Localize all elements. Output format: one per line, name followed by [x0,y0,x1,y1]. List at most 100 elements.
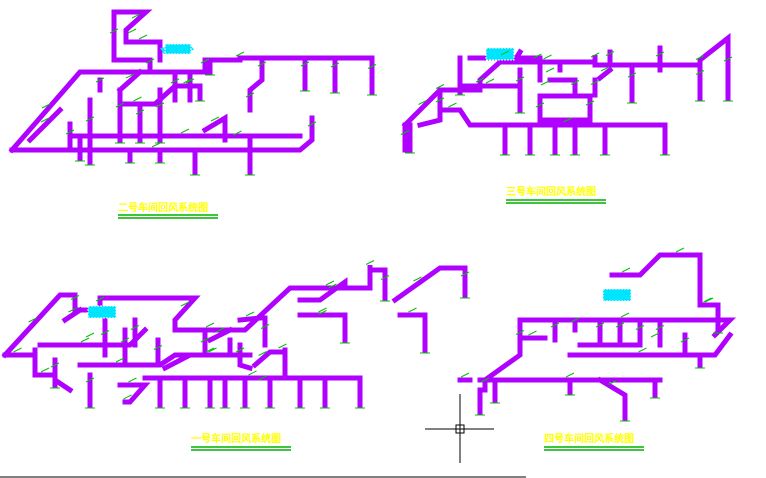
duct-dimension-mark [703,297,712,303]
diagram-2-ducts [8,9,375,154]
duct-dimension-mark [635,325,645,330]
duct-dimension-mark [621,267,631,273]
duct-dimension-mark [130,325,140,330]
duct-dimension-mark [330,62,340,68]
duct-dimension-mark [210,116,220,122]
diagram-4-fan-unit [602,288,632,302]
duct-dimension-mark [570,80,580,85]
duct-dimension-mark [600,66,610,72]
diagram-4-title-block: 四号车间回风系统图 [544,432,644,451]
diagram-4-riser-legs [477,325,721,421]
duct-dimension-mark [233,130,242,136]
duct-dimension-mark [125,73,135,79]
duct-dimension-mark [655,325,665,330]
cad-crosshair-cursor[interactable] [425,394,494,463]
duct-dimension-mark [85,332,95,338]
duct-dimension-mark [109,28,119,34]
duct-dimension-mark [170,78,180,84]
duct-dimension-mark [128,377,137,383]
duct-dimension-mark [650,332,660,338]
duct-dimension-mark [258,351,267,356]
duct-dimension-mark [235,347,245,353]
duct-dimension-mark [540,80,550,86]
diagram-3-return-air-system[interactable] [401,32,731,155]
diagram-1-ducts [1,265,468,405]
duct-dimension-mark [85,116,95,122]
duct-dimension-mark [655,51,665,57]
duct-dimension-mark [100,330,110,335]
duct-dimension-mark [307,121,317,127]
duct-dimension-mark [245,92,255,98]
duct-dimension-mark [448,102,457,108]
duct-dimension-mark [570,317,580,323]
diagram-2-title: 二号车间回风系统图 [118,201,208,214]
diagram-2-riser-legs [77,57,375,175]
duct-dimension-mark [638,347,647,353]
duct-dimension-mark [408,307,417,313]
duct-dimension-mark [590,80,600,85]
duct-dimension-mark [155,102,165,108]
duct-dimension-mark [185,78,195,84]
diagram-2-fan-unit [160,43,194,55]
duct-dimension-mark [145,58,155,64]
duct-dimension-mark [590,52,600,58]
duct-dimension-mark [138,34,148,40]
duct-dimension-mark [68,307,77,313]
duct-dimension-mark [13,347,22,353]
duct-dimension-mark [627,72,637,78]
duct-dimension-mark [208,347,217,353]
diagram-3-title: 三号车间回风系统图 [506,185,596,198]
duct-dimension-mark [258,375,267,381]
diagram-3-title-block: 三号车间回风系统图 [506,185,606,204]
duct-dimension-mark [80,337,90,343]
duct-dimension-mark [183,78,192,84]
duct-dimension-mark [543,54,552,60]
duct-dimension-mark [620,312,630,318]
duct-dimension-mark [480,377,490,383]
duct-dimension-mark [328,283,337,289]
duct-dimension-mark [41,103,51,109]
duct-dimension-mark [485,78,495,84]
duct-dimension-mark [435,97,445,103]
duct-dimension-mark [205,347,215,353]
duct-dimension-mark [70,295,80,300]
duct-dimension-mark [40,117,50,123]
duct-dimension-mark [205,322,215,328]
duct-dimension-mark [528,330,537,336]
duct-dimension-mark [460,372,470,378]
duct-dimension-mark [248,370,257,376]
duct-dimension-mark [123,394,132,400]
diagram-4-return-air-system[interactable] [457,252,737,421]
duct-dimension-mark [413,276,422,282]
duct-dimension-mark [151,142,161,148]
duct-dimension-mark [95,296,105,302]
duct-dimension-mark [40,367,50,373]
duct-dimension-mark [135,109,145,115]
duct-dimension-mark [325,280,335,286]
duct-dimension-mark [85,377,95,383]
duct-dimension-mark [180,301,190,307]
duct-dimension-mark [565,372,575,378]
duct-dimension-mark [365,260,375,265]
duct-dimension-mark [563,117,572,123]
duct-dimension-mark [515,330,525,335]
diagram-2-title-block: 二号车间回风系统图 [118,201,218,219]
duct-dimension-mark [608,380,617,385]
duct-dimension-mark [115,102,125,108]
duct-dimension-mark [131,13,141,19]
duct-dimension-mark [300,61,310,67]
duct-dimension-mark [515,76,525,82]
diagram-4-title: 四号车间回风系统图 [544,432,634,445]
duct-dimension-mark [400,130,410,135]
diagram-1-return-air-system[interactable] [1,265,468,408]
diagram-2-return-air-system[interactable] [8,9,375,175]
duct-dimension-mark [460,271,470,277]
duct-dimension-mark [585,100,595,106]
duct-dimension-mark [380,275,390,280]
duct-dimension-mark [127,28,137,34]
duct-dimension-mark [605,51,615,56]
duct-dimension-mark [435,84,445,89]
duct-dimension-mark [535,102,545,108]
duct-dimension-mark [235,51,245,57]
